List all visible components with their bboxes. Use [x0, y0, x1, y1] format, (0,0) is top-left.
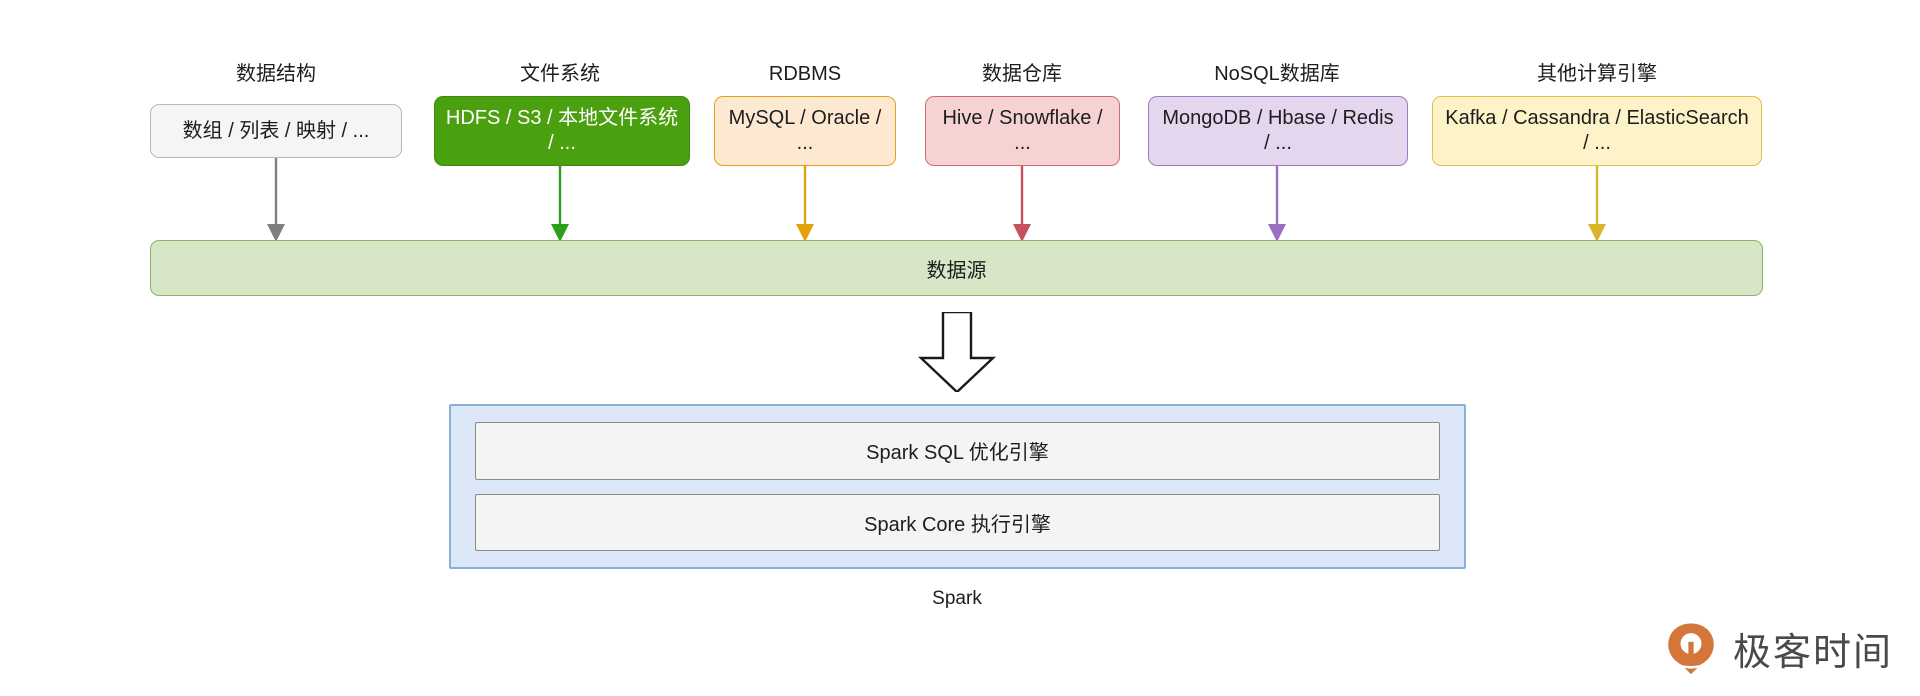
column-title-data-structure: 数据结构: [236, 63, 316, 85]
datasource-bar[interactable]: 数据源: [150, 240, 1763, 296]
source-box-rdbms[interactable]: MySQL / Oracle / ...: [714, 96, 896, 166]
source-box-nosql-db[interactable]: MongoDB / Hbase / Redis / ...: [1148, 96, 1408, 166]
spark-layer-label: Spark Core 执行引擎: [864, 513, 1051, 536]
watermark-text: 极客时间: [1733, 629, 1894, 674]
connector-arrow-rdbms: [796, 166, 814, 242]
connector-arrows: [267, 158, 1606, 242]
spark-caption: Spark: [932, 588, 982, 609]
datasource-label: 数据源: [926, 259, 987, 282]
connector-arrow-nosql-db: [1268, 166, 1286, 242]
connector-arrow-other-engines: [1588, 166, 1606, 242]
watermark: 极客时间: [1663, 620, 1893, 676]
source-box-file-system[interactable]: HDFS / S3 / 本地文件系统 / ...: [434, 96, 690, 166]
source-box-label: MySQL / Oracle / ...: [728, 107, 882, 154]
source-box-label: 数组 / 列表 / 映射 / ...: [182, 119, 370, 142]
connector-arrow-file-system: [551, 166, 569, 242]
column-title-file-system: 文件系统: [520, 63, 600, 85]
source-box-label: HDFS / S3 / 本地文件系统 / ...: [445, 107, 679, 154]
spark-layer-sql-optimizer[interactable]: Spark SQL 优化引擎: [475, 422, 1440, 480]
source-box-label: Hive / Snowflake / ...: [942, 107, 1103, 154]
spark-container[interactable]: Spark SQL 优化引擎 Spark Core 执行引擎: [449, 404, 1466, 569]
source-box-label: MongoDB / Hbase / Redis / ...: [1162, 107, 1394, 154]
spark-layer-core-engine[interactable]: Spark Core 执行引擎: [475, 493, 1440, 551]
connector-arrow-data-warehouse: [1013, 166, 1031, 242]
spark-layer-label: Spark SQL 优化引擎: [866, 442, 1049, 465]
column-title-other-engines: 其他计算引擎: [1537, 63, 1657, 85]
source-box-data-structure[interactable]: 数组 / 列表 / 映射 / ...: [150, 104, 402, 158]
geektime-logo-icon: [1668, 623, 1714, 675]
column-title-rdbms: RDBMS: [768, 63, 842, 85]
source-box-data-warehouse[interactable]: Hive / Snowflake / ...: [925, 96, 1120, 166]
big-down-arrow-icon: [917, 312, 997, 392]
column-title-data-warehouse: 数据仓库: [982, 63, 1062, 85]
source-box-label: Kafka / Cassandra / ElasticSearch / ...: [1445, 107, 1749, 154]
source-box-other-engines[interactable]: Kafka / Cassandra / ElasticSearch / ...: [1432, 96, 1762, 166]
connector-arrow-data-structure: [267, 158, 285, 242]
column-title-nosql-db: NoSQL数据库: [1214, 63, 1340, 85]
